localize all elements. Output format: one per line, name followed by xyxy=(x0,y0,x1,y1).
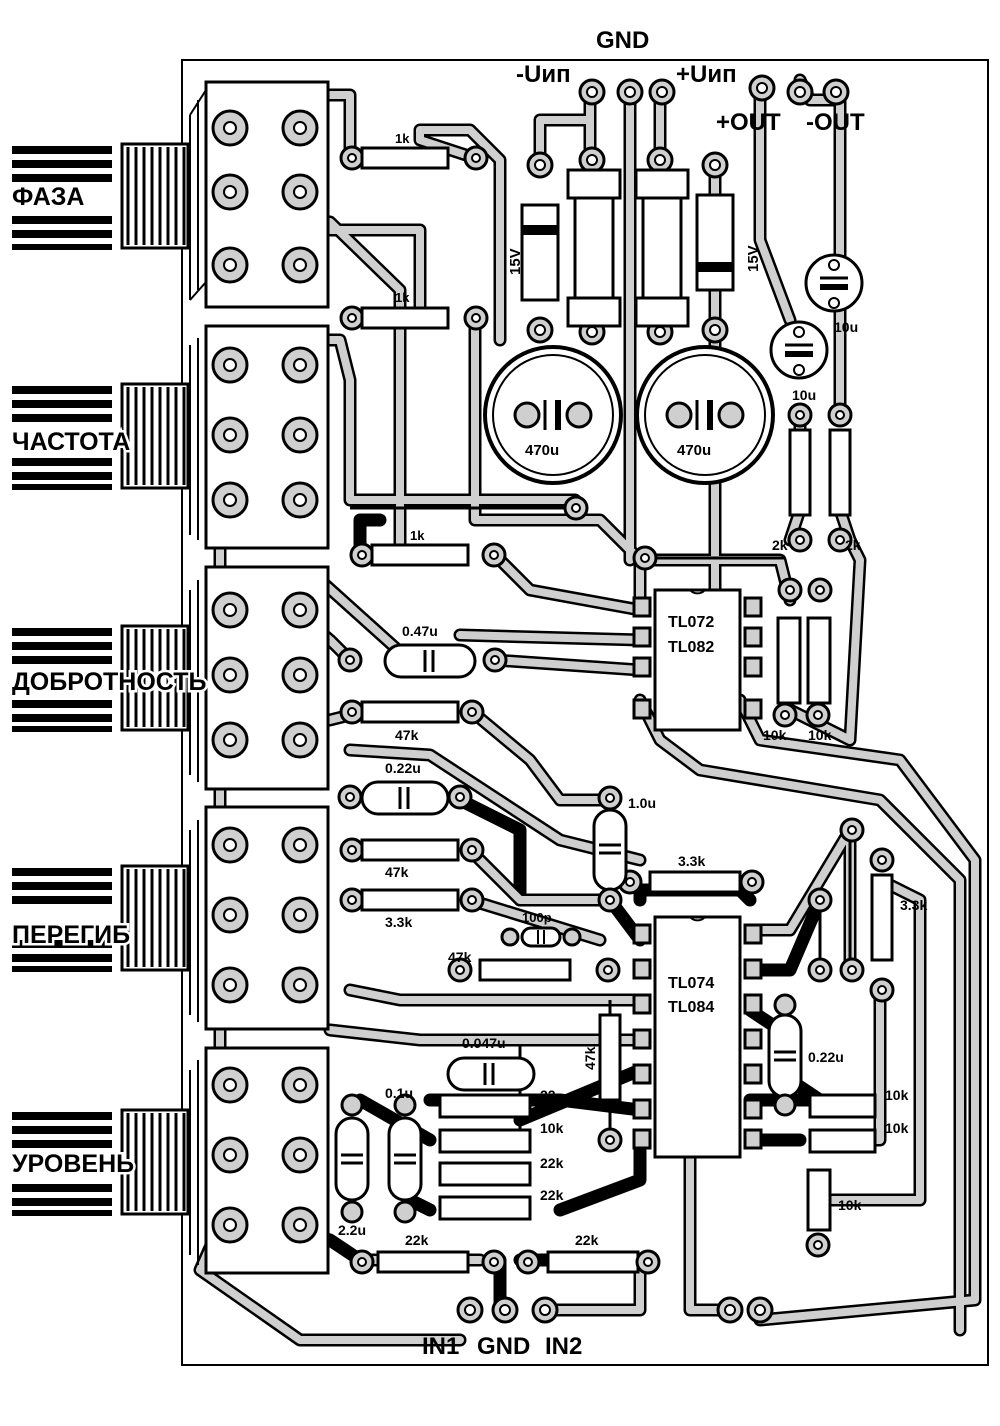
in1-label: IN1 xyxy=(422,1333,459,1360)
cap-0.22u-2: 0.22u xyxy=(808,1049,844,1065)
res-47k-2: 47k xyxy=(385,864,409,880)
power-section: 15V 15V 470u 470u 10u xyxy=(483,74,864,553)
cap-470u-2: 470u xyxy=(677,442,711,459)
pot-frequency: ЧАСТОТА xyxy=(10,324,330,550)
pot-label-frequency: ЧАСТОТА xyxy=(12,428,130,456)
pot-level: УРОВЕНЬ xyxy=(10,1046,330,1275)
resistors: 1k 1k 1k 47k 47k 3.3k 3.3k 3.3k xyxy=(339,131,927,1275)
res-3.3k-3: 3.3k xyxy=(900,897,927,913)
zener-label-2: 15V xyxy=(745,245,762,272)
res-10k-pair: 10k 10k xyxy=(763,577,833,743)
pos-supply-label: +Uип xyxy=(676,61,737,88)
in-gnd-label: GND xyxy=(477,1333,530,1360)
res-1k-2: 1k xyxy=(395,290,410,305)
cap-100p: 100p xyxy=(522,910,552,925)
ic-tl074: TL074 TL084 xyxy=(632,915,763,1159)
gnd-top-label: GND xyxy=(596,27,649,54)
res-10k-3: 10k xyxy=(885,1087,909,1103)
ic1-label-a: TL072 xyxy=(668,614,714,631)
pot-label-phase: ФАЗА xyxy=(12,183,85,211)
in2-label: IN2 xyxy=(545,1333,582,1360)
cap-1.0u: 1.0u xyxy=(628,795,656,811)
res-1k-1: 1k xyxy=(395,131,410,146)
res-3.3k-2: 3.3k xyxy=(678,853,705,869)
pot-phase: ФАЗА xyxy=(10,80,330,309)
res-10k-5: 10k xyxy=(838,1197,862,1213)
res-10k-6: 10k xyxy=(540,1120,564,1136)
cap-2.2u: 2.2u xyxy=(338,1222,366,1238)
cap-0.22u-1: 0.22u xyxy=(385,760,421,776)
res-3.3k-1: 3.3k xyxy=(385,914,412,930)
cap-0.047u: 0.047u xyxy=(462,1035,506,1051)
res-10k-2: 10k xyxy=(808,727,832,743)
cap-10u-2: 10u xyxy=(792,387,816,403)
pot-q: ДОБРОТНОСТЬ xyxy=(10,565,330,791)
cap-470u-1: 470u xyxy=(525,442,559,459)
res-10k-4: 10k xyxy=(885,1120,909,1136)
capacitors: 0.47u 0.22u 1.0u 100p 0.047u 0.1u xyxy=(334,623,844,1238)
res-22k-3: 22k xyxy=(405,1232,429,1248)
neg-supply-label: -Uип xyxy=(516,61,571,88)
pot-label-level: УРОВЕНЬ xyxy=(12,1150,134,1178)
res-47k-3: 47k xyxy=(448,949,472,965)
res-22k-4: 22k xyxy=(575,1232,599,1248)
cap-10u-1: 10u xyxy=(834,319,858,335)
cap-0.47u: 0.47u xyxy=(402,623,438,639)
ic1-label-b: TL082 xyxy=(668,639,714,656)
ic2-label-b: TL084 xyxy=(668,999,714,1016)
pot-label-bend: ПЕРЕГИБ xyxy=(12,921,130,949)
res-1k-3: 1k xyxy=(410,528,425,543)
res-2k-2: 2k xyxy=(845,537,861,553)
pot-label-q: ДОБРОТНОСТЬ xyxy=(12,668,206,696)
res-47k-1: 47k xyxy=(395,727,419,743)
cap-0.1u: 0.1u xyxy=(385,1085,413,1101)
res-2k-1: 2k xyxy=(772,537,788,553)
res-22k-1: 22k xyxy=(540,1155,564,1171)
res-10k-1: 10k xyxy=(763,727,787,743)
ic2-label-a: TL074 xyxy=(668,975,714,992)
res-22-1: 22 xyxy=(540,1087,556,1103)
out-pos-label: +OUT xyxy=(716,109,781,136)
res-22k-2: 22k xyxy=(540,1187,564,1203)
out-neg-label: -OUT xyxy=(806,109,865,136)
res-47k-4: 47k xyxy=(582,1046,598,1070)
zener-label-1: 15V xyxy=(507,248,524,275)
pot-bend: ПЕРЕГИБ xyxy=(10,805,330,1031)
ic-tl072: TL072 TL082 xyxy=(632,588,763,732)
